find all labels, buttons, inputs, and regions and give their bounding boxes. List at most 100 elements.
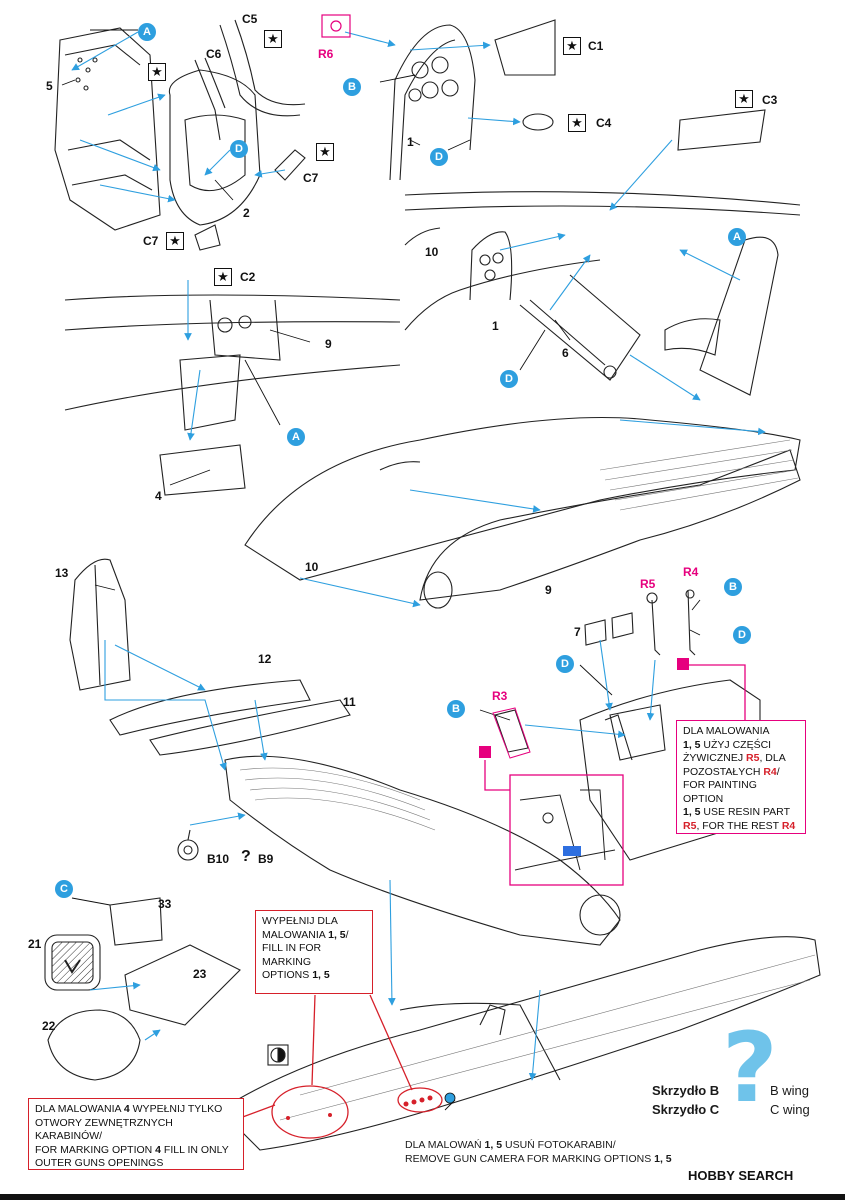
star-marker-c7-bottom: ★ [166, 232, 184, 250]
marker-a-sidewall: A [287, 428, 305, 446]
seat-installed [664, 236, 779, 396]
wing-legend-c-en: C wing [770, 1102, 810, 1117]
seat-bracket-c7-right [274, 149, 306, 181]
arrow [409, 41, 491, 51]
arrow [388, 879, 396, 1006]
part-label-b10: B10 [207, 852, 230, 866]
part-label-5: 5 [46, 79, 53, 93]
tailplane-part-12 [109, 679, 311, 736]
resin-part-r3 [494, 709, 529, 753]
sidewall-part-9 [64, 294, 401, 411]
part-label-10-top: 10 [425, 245, 439, 259]
resin-part-r6 [321, 14, 351, 38]
part-label-question: ? [241, 848, 251, 865]
marker-d-seat: D [230, 140, 248, 158]
seat-harness-c6 [194, 57, 226, 141]
hobbysearch-watermark: HOBBY SEARCH [688, 1168, 794, 1183]
resin-detail-inset [509, 774, 624, 886]
outer-guns-highlight [271, 1085, 349, 1139]
arrow [99, 184, 176, 203]
arrow [629, 354, 701, 401]
part-label-7: 7 [574, 625, 581, 639]
wing-legend-question-icon: ? [722, 1012, 778, 1124]
seat-armor-plate-part-5 [54, 27, 161, 231]
control-column-r5 [646, 592, 661, 656]
arrow [528, 989, 541, 1081]
radiator-flap-33 [109, 897, 163, 946]
arrow [104, 640, 227, 771]
radiator-face-21 [44, 934, 101, 991]
marker-c-radiator: C [55, 880, 73, 898]
tailplane-part-11 [149, 699, 351, 756]
arrow [254, 699, 268, 761]
bulkhead-part-4 [159, 444, 246, 496]
radiator-scoop-22 [47, 1009, 141, 1081]
part-label-9-top: 9 [325, 337, 332, 351]
rudder-pedal-frame-6 [519, 274, 641, 381]
part-label-r3: R3 [492, 689, 508, 703]
part-label-c3: C3 [762, 93, 778, 107]
part-label-1-mid: 1 [492, 319, 499, 333]
marker-b-r4: B [724, 578, 742, 596]
arrow [524, 724, 626, 739]
arrow [107, 93, 166, 116]
arrow [79, 139, 161, 172]
part-label-c7-right: C7 [303, 171, 319, 185]
rudder-pedals-7 [584, 612, 634, 646]
part-label-c2: C2 [240, 270, 256, 284]
arrow [609, 139, 673, 211]
seat-bracket-c7-bottom [194, 224, 221, 251]
part-label-2: 2 [243, 206, 250, 220]
arrow [89, 981, 141, 991]
arrow [204, 149, 231, 176]
star-marker-c7-right: ★ [316, 143, 334, 161]
resin-part-callout: DLA MALOWANIA 1, 5 UŻYJ CZĘŚCI ŻYWICZNEJ… [676, 720, 806, 834]
part-label-33: 33 [158, 897, 172, 911]
arrow [499, 232, 566, 251]
arrow [679, 249, 741, 281]
fuselage-left-half [244, 416, 801, 581]
part-label-9-mid: 9 [545, 583, 552, 597]
seat-harness-c5 [219, 19, 306, 117]
part-label-12: 12 [258, 652, 272, 666]
outer-guns-callout: DLA MALOWANIA 4 WYPEŁNIJ TYLKO OTWORY ZE… [28, 1098, 244, 1170]
part-label-1-top: 1 [407, 135, 414, 149]
fuselage-right-half [419, 449, 801, 609]
wing-legend-c-pl: Skrzydło C [652, 1102, 720, 1117]
star-marker-c6: ★ [148, 63, 166, 81]
footer-bar [0, 1194, 845, 1200]
part-label-r5: R5 [640, 577, 656, 591]
part-label-13: 13 [55, 566, 69, 580]
arrow [409, 489, 541, 513]
marker-d-panel: D [430, 148, 448, 166]
arrow [114, 644, 206, 691]
star-marker-c3: ★ [735, 90, 753, 108]
marker-a-seat: A [138, 23, 156, 41]
part-label-c4: C4 [596, 116, 612, 130]
part-label-6: 6 [562, 346, 569, 360]
star-marker-c1: ★ [563, 37, 581, 55]
wing-lower [219, 936, 821, 1151]
arrow [187, 369, 201, 441]
part-label-c5: C5 [242, 12, 258, 26]
part-label-22: 22 [42, 1019, 56, 1033]
arrow [467, 117, 521, 126]
arrow [599, 639, 613, 711]
part-label-c7-bottom: C7 [143, 234, 159, 248]
marker-a-cockpit: A [728, 228, 746, 246]
marker-d-pedals: D [556, 655, 574, 673]
radiator-housing-23 [124, 944, 241, 1026]
instrument-panel-part-1 [389, 24, 476, 181]
gun-openings-highlight [397, 1087, 443, 1113]
glass-c3 [677, 109, 766, 151]
arrow [344, 31, 396, 47]
control-column-r4 [685, 589, 696, 656]
wing-legend-b-pl: Skrzydło B [652, 1083, 720, 1098]
part-label-23: 23 [193, 967, 207, 981]
gun-camera-note: DLA MALOWAŃ 1, 5 USUŃ FOTOKARABIN/ REMOV… [405, 1139, 672, 1165]
part-label-c1: C1 [588, 39, 604, 53]
instrument-panel-installed [469, 231, 513, 301]
half-shade-symbol [267, 1044, 289, 1066]
arrow [144, 1029, 161, 1041]
